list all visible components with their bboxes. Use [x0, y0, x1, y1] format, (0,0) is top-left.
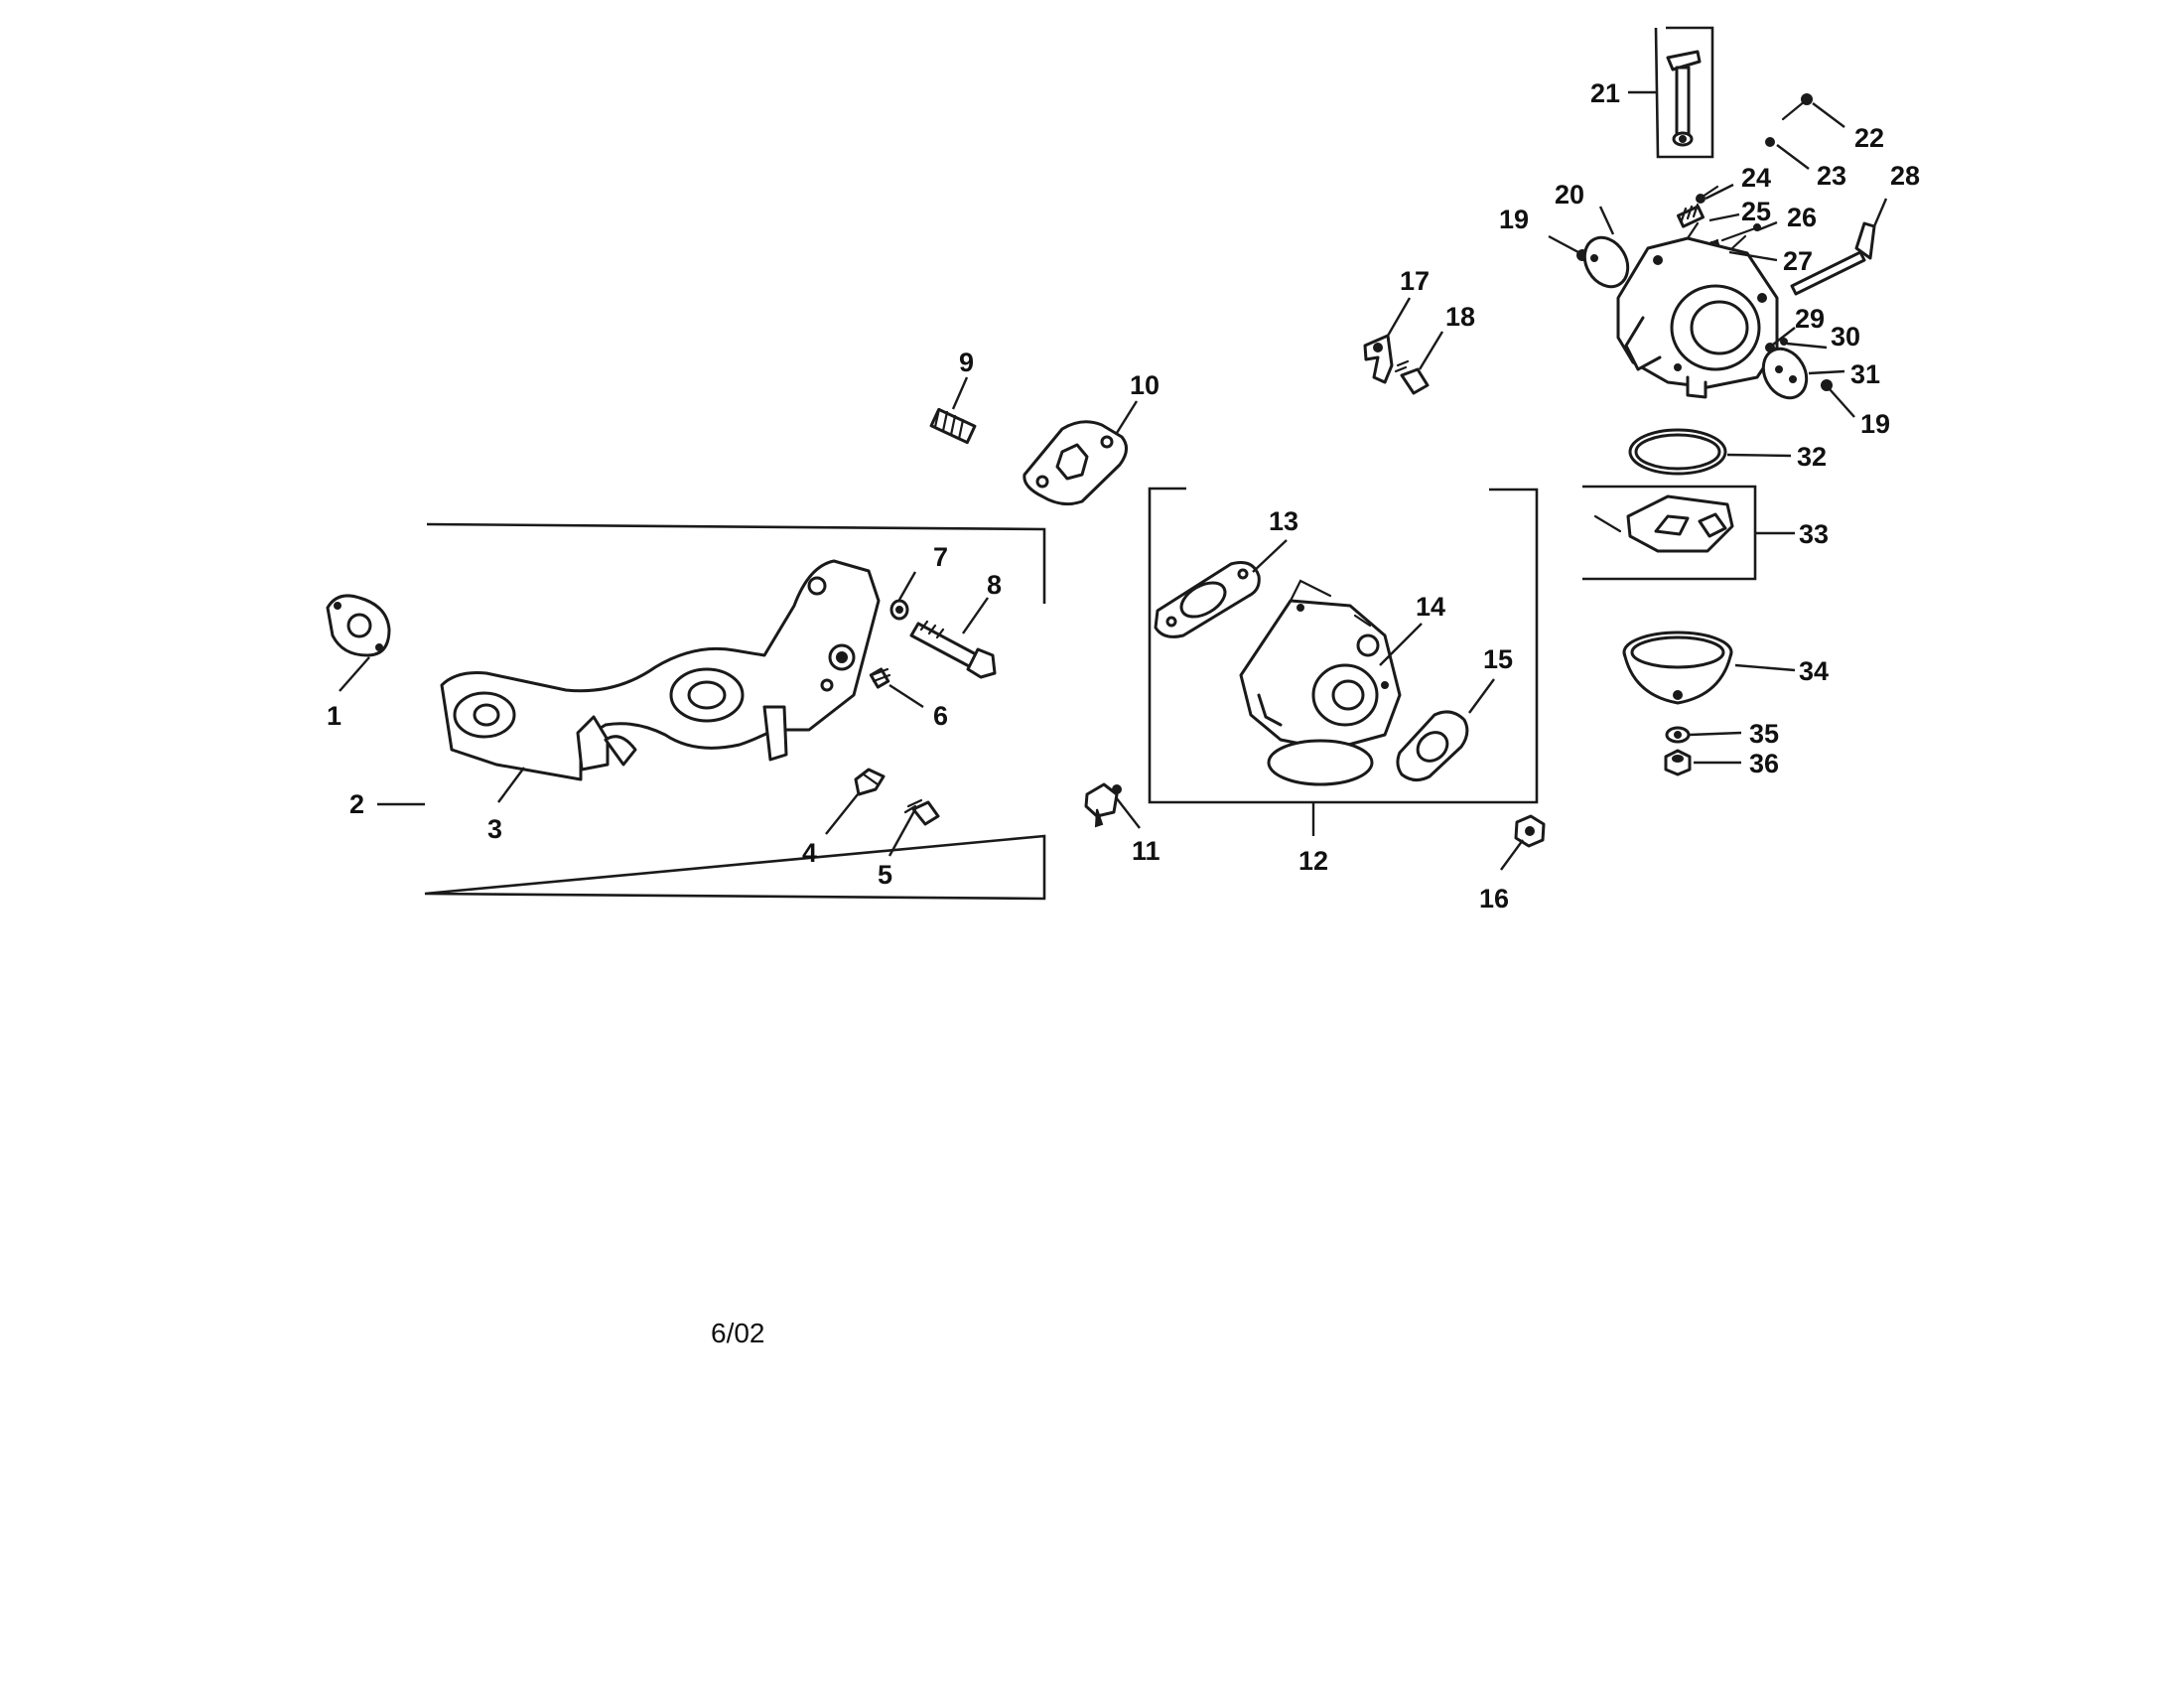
callout-34: 34 — [1799, 656, 1829, 686]
callout-18: 18 — [1445, 302, 1475, 332]
callout-13: 13 — [1269, 506, 1298, 536]
part-1-gasket — [326, 594, 391, 657]
part-5-screw — [903, 798, 940, 826]
part-20-throttle-plate — [1582, 235, 1630, 289]
part-33-float — [1593, 494, 1734, 553]
part-19-screw-lower — [1821, 379, 1833, 391]
callout-11: 11 — [1132, 836, 1160, 866]
part-24-idle-screw — [1696, 185, 1719, 204]
callout-3: 3 — [487, 814, 502, 844]
date-code: 6/02 — [711, 1318, 765, 1348]
callout-29: 29 — [1795, 304, 1825, 334]
part-10-gasket — [1023, 420, 1128, 506]
callout-14: 14 — [1416, 592, 1445, 622]
callout-1: 1 — [327, 701, 341, 731]
part-22-screw — [1781, 93, 1813, 121]
part-36-bowl-nut — [1664, 749, 1692, 776]
callout-21: 21 — [1590, 78, 1620, 108]
callout-19-lower: 19 — [1860, 409, 1890, 439]
part-9-stud — [929, 407, 977, 445]
callout-19-upper: 19 — [1499, 205, 1529, 234]
callout-36: 36 — [1749, 749, 1779, 778]
part-7-washer — [889, 599, 909, 621]
part-13-gasket — [1154, 561, 1261, 638]
callout-16: 16 — [1479, 884, 1509, 913]
intake-manifold-group-frame — [424, 522, 1046, 901]
callout-6: 6 — [933, 701, 948, 731]
part-23-washer — [1765, 137, 1775, 147]
callout-labels: 1 2 3 4 5 6 7 8 9 10 11 12 13 14 15 16 1… — [327, 78, 1920, 913]
part-30-washer — [1780, 338, 1788, 346]
callout-30: 30 — [1831, 322, 1860, 351]
part-17-bracket — [1363, 334, 1394, 384]
part-11-fitting — [1084, 782, 1122, 828]
callout-24: 24 — [1741, 163, 1771, 193]
callout-10: 10 — [1130, 370, 1160, 400]
callout-9: 9 — [959, 348, 974, 377]
part-25-spring — [1676, 203, 1706, 228]
callout-35: 35 — [1749, 719, 1779, 749]
callout-8: 8 — [987, 570, 1002, 600]
callout-26: 26 — [1787, 203, 1817, 232]
part-21-choke-shaft — [1666, 50, 1702, 147]
callout-32: 32 — [1797, 442, 1827, 472]
callout-25: 25 — [1741, 197, 1771, 226]
callout-5: 5 — [878, 860, 892, 890]
callout-12: 12 — [1298, 846, 1328, 876]
callout-27: 27 — [1783, 246, 1813, 276]
part-35-washer — [1665, 726, 1691, 744]
callout-4: 4 — [802, 838, 817, 868]
part-31-choke-plate — [1761, 347, 1809, 400]
callout-23: 23 — [1817, 161, 1846, 191]
part-3-intake-manifold — [440, 559, 881, 781]
callout-17: 17 — [1400, 266, 1430, 296]
part-6-nut — [869, 667, 891, 689]
callout-7: 7 — [933, 542, 948, 572]
leader-lines — [339, 90, 1888, 871]
carburetor-kit-group-frame — [1148, 487, 1539, 804]
callout-2: 2 — [349, 789, 364, 819]
part-8-bolt — [909, 620, 997, 679]
callout-15: 15 — [1483, 644, 1513, 674]
part-26-needle — [1720, 223, 1761, 242]
part-34-fuel-bowl — [1622, 631, 1733, 705]
callout-22: 22 — [1854, 123, 1884, 153]
callout-33: 33 — [1799, 519, 1829, 549]
part-15-gasket — [1396, 710, 1469, 781]
choke-shaft-group-frame — [1654, 26, 1714, 159]
callout-28: 28 — [1890, 161, 1920, 191]
callout-31: 31 — [1850, 359, 1880, 389]
part-32-bowl-gasket — [1628, 428, 1727, 476]
carburetor-body — [1616, 221, 1779, 399]
part-14-carburetor — [1239, 579, 1402, 786]
part-16-nut — [1514, 814, 1546, 848]
part-18-screw — [1394, 359, 1430, 395]
callout-20: 20 — [1555, 180, 1584, 210]
part-4-clip — [854, 768, 886, 796]
